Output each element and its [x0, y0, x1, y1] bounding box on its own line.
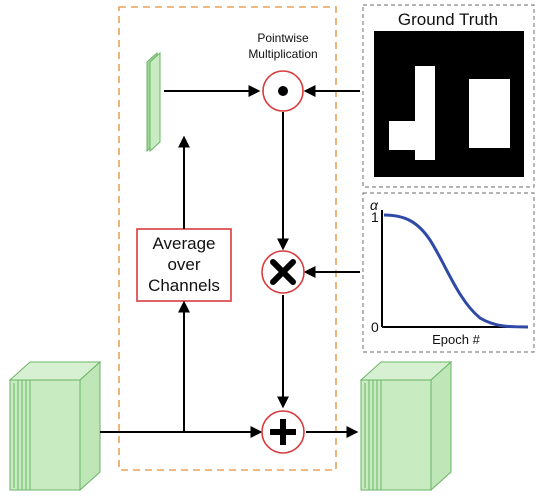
add-operator — [261, 410, 305, 454]
ground-truth-shape-right — [469, 79, 510, 148]
ground-truth-title: Ground Truth — [398, 10, 498, 29]
average-label-line2: over — [167, 255, 200, 274]
pointwise-label-line2: Multiplication — [248, 47, 317, 61]
average-over-channels-box — [136, 228, 232, 302]
scalar-multiply-operator — [261, 250, 305, 294]
ground-truth-panel — [362, 4, 535, 188]
pointwise-label-line1: Pointwise — [257, 31, 309, 45]
pointwise-multiply-operator — [262, 70, 304, 112]
alpha-decay-curve — [383, 213, 529, 329]
input-feature-stack — [8, 360, 102, 492]
y-tick-one: 1 — [371, 209, 379, 225]
average-label-line1: Average — [152, 234, 215, 253]
y-tick-zero: 0 — [371, 319, 379, 335]
attention-map — [146, 51, 161, 153]
alpha-curve-panel — [362, 192, 535, 353]
output-feature-stack — [359, 360, 453, 492]
average-label-line3: Channels — [148, 276, 220, 295]
attention-module-boundary — [118, 6, 337, 471]
alpha-symbol: α — [370, 197, 379, 213]
ground-truth-shape-left — [389, 66, 435, 160]
epoch-axis-label: Epoch # — [432, 332, 480, 347]
